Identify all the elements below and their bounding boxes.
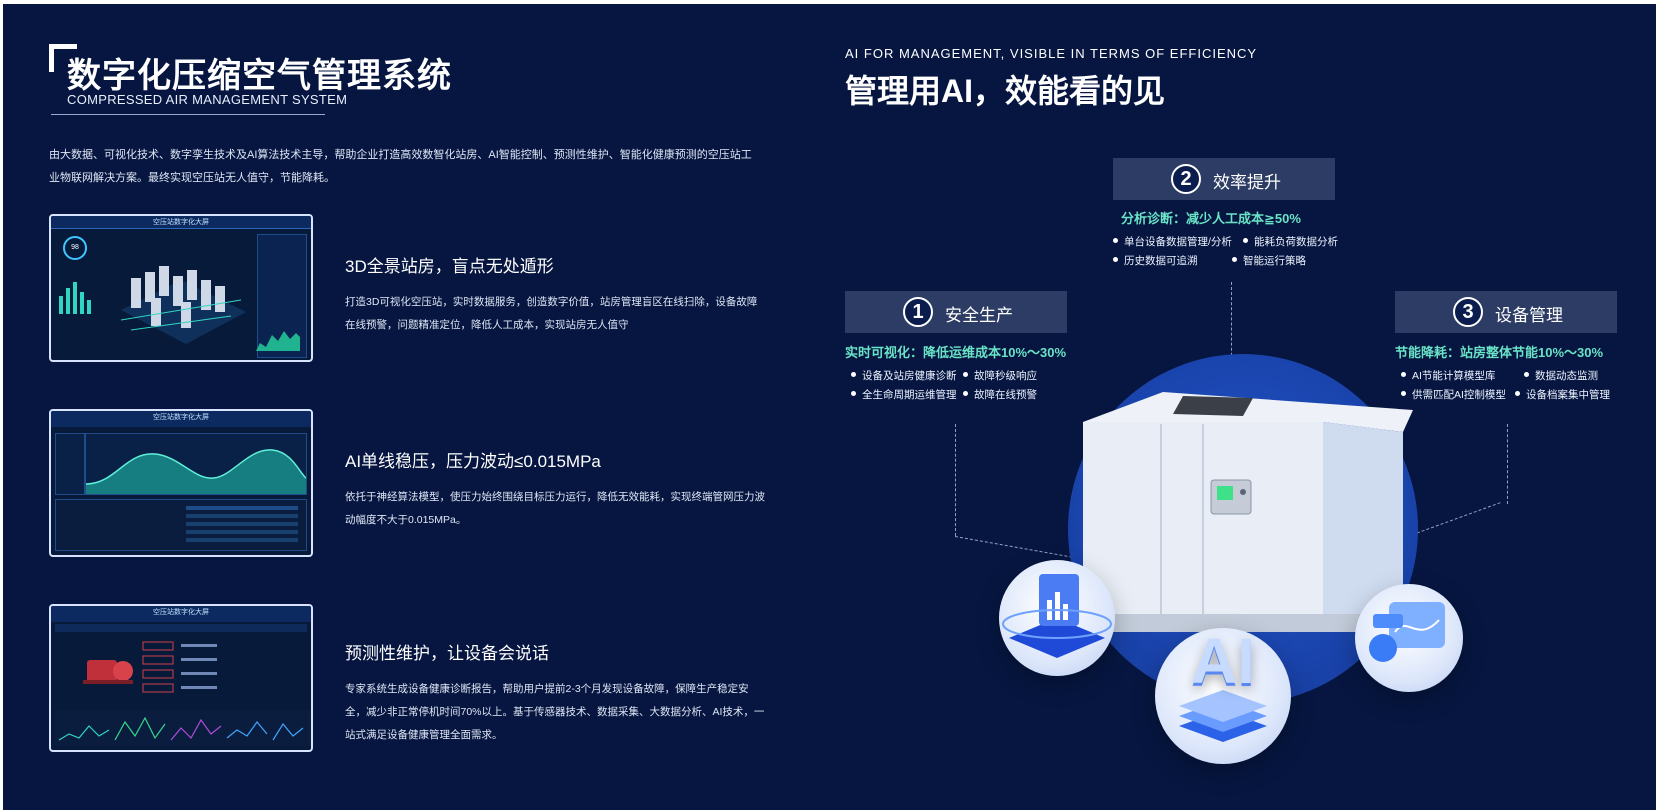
thumbnail-legend-panel xyxy=(55,433,85,495)
card-safety-label: 安全生产 xyxy=(945,306,1013,325)
thumbnail-data-table xyxy=(55,499,307,551)
bar-chart-icon xyxy=(59,282,91,314)
3d-station-scene xyxy=(120,266,246,344)
pressure-dashboard-thumbnail: 空压站数字化大屏 xyxy=(49,409,313,557)
card-equipment-bullet: 设备档案集中管理 xyxy=(1515,387,1610,402)
card-equipment-bullet: 数据动态监测 xyxy=(1524,368,1598,383)
page-title: 数字化压缩空气管理系统 xyxy=(67,57,452,95)
card-equipment-highlight: 节能降耗：站房整体节能10%～30% xyxy=(1395,345,1604,360)
feature-2-desc: 依托于神经算法模型，使压力始终围绕目标压力运行，降低无效能耗，实现终端管网压力波… xyxy=(345,491,765,526)
feature-3-desc: 专家系统生成设备健康诊断报告，帮助用户提前2-3个月发现设备故障，保障生产稳定安… xyxy=(345,683,765,741)
card-efficiency-bullet: 能耗负荷数据分析 xyxy=(1243,234,1338,249)
card-safety-highlight: 实时可视化：降低运维成本10%～30% xyxy=(845,345,1067,360)
server-icon xyxy=(1179,690,1267,742)
card-safety-bullet: 全生命周期运维管理 xyxy=(851,387,957,402)
feature-3-title: 预测性维护，让设备会说话 xyxy=(345,644,549,663)
card-equipment-bullet: AI节能计算模型库 xyxy=(1401,368,1495,383)
thumbnail-topbar: 空压站数字化大屏 xyxy=(51,606,311,622)
sensor-charts-strip xyxy=(55,710,311,746)
panorama-dashboard-thumbnail: 空压站数字化大屏 98 xyxy=(49,214,313,362)
sparkline-icon xyxy=(256,331,300,351)
card-efficiency-highlight: 分析诊断：减少人工成本≧50% xyxy=(1121,211,1301,226)
card-equipment-header: 3 设备管理 xyxy=(1395,291,1617,333)
card-safety-header: 1 安全生产 xyxy=(845,291,1067,333)
title-divider xyxy=(51,114,325,115)
connector-line xyxy=(955,424,956,536)
card-efficiency-bullet: 单台设备数据管理/分析 xyxy=(1113,234,1232,249)
connector-line xyxy=(1507,424,1508,504)
card-safety-bullet: 故障秒级响应 xyxy=(963,368,1037,383)
dashboard-orb xyxy=(1355,584,1463,692)
thumbnail-tab-strip xyxy=(55,624,307,632)
report-chart-icon xyxy=(1002,574,1112,658)
page-subtitle: COMPRESSED AIR MANAGEMENT SYSTEM xyxy=(67,92,348,107)
feature-1-title: 3D全景站房，盲点无处遁形 xyxy=(345,257,554,276)
alarm-list-icon xyxy=(142,641,217,693)
thumbnail-side-panel xyxy=(256,234,307,358)
card-equipment-label: 设备管理 xyxy=(1495,306,1563,325)
feature-1-desc: 打造3D可视化空压站，实时数据服务，创造数字价值，站房管理盲区在线扫除，设备故障… xyxy=(345,296,758,331)
card-efficiency-bullet: 历史数据可追溯 xyxy=(1113,253,1198,268)
air-compressor-illustration xyxy=(1083,392,1413,632)
wave-icon xyxy=(85,449,307,494)
card-efficiency-label: 效率提升 xyxy=(1213,173,1281,192)
thumbnail-topbar: 空压站数字化大屏 xyxy=(51,411,311,427)
section-title: 管理用AI，效能看的见 xyxy=(845,73,1166,109)
card-safety-bullet: 故障在线预警 xyxy=(963,387,1037,402)
page: 数字化压缩空气管理系统 COMPRESSED AIR MANAGEMENT SY… xyxy=(3,4,1656,810)
ai-orb xyxy=(1155,628,1291,764)
pump-model-icon xyxy=(83,660,133,684)
health-score-gauge: 98 xyxy=(63,236,87,260)
report-orb xyxy=(999,560,1115,676)
number-badge-3: 3 xyxy=(1453,297,1483,327)
card-efficiency-header: 2 效率提升 xyxy=(1113,158,1335,200)
thumbnail-title: 空压站数字化大屏 xyxy=(153,609,209,616)
number-badge-1: 1 xyxy=(903,297,933,327)
gauge-card-icon xyxy=(1369,602,1445,662)
ai-badge: AI xyxy=(1191,625,1255,697)
feature-2-title: AI单线稳压，压力波动≤0.015MPa xyxy=(345,452,601,471)
card-safety-bullet: 设备及站房健康诊断 xyxy=(851,368,957,383)
card-equipment-bullet: 供需匹配AI控制模型 xyxy=(1401,387,1506,402)
maintenance-dashboard-thumbnail: 空压站数字化大屏 xyxy=(49,604,313,752)
card-efficiency-bullet: 智能运行策略 xyxy=(1232,253,1306,268)
thumbnail-title: 空压站数字化大屏 xyxy=(153,219,209,226)
intro-text: 由大数据、可视化技术、数字孪生技术及AI算法技术主导，帮助企业打造高效数智化站房… xyxy=(49,149,752,184)
number-badge-2: 2 xyxy=(1171,164,1201,194)
pressure-wave-chart xyxy=(85,433,307,495)
thumbnail-title: 空压站数字化大屏 xyxy=(153,414,209,421)
section-eyebrow: AI FOR MANAGEMENT, VISIBLE IN TERMS OF E… xyxy=(845,46,1258,61)
title-corner-bracket xyxy=(49,44,77,72)
thumbnail-topbar: 空压站数字化大屏 xyxy=(51,216,311,229)
